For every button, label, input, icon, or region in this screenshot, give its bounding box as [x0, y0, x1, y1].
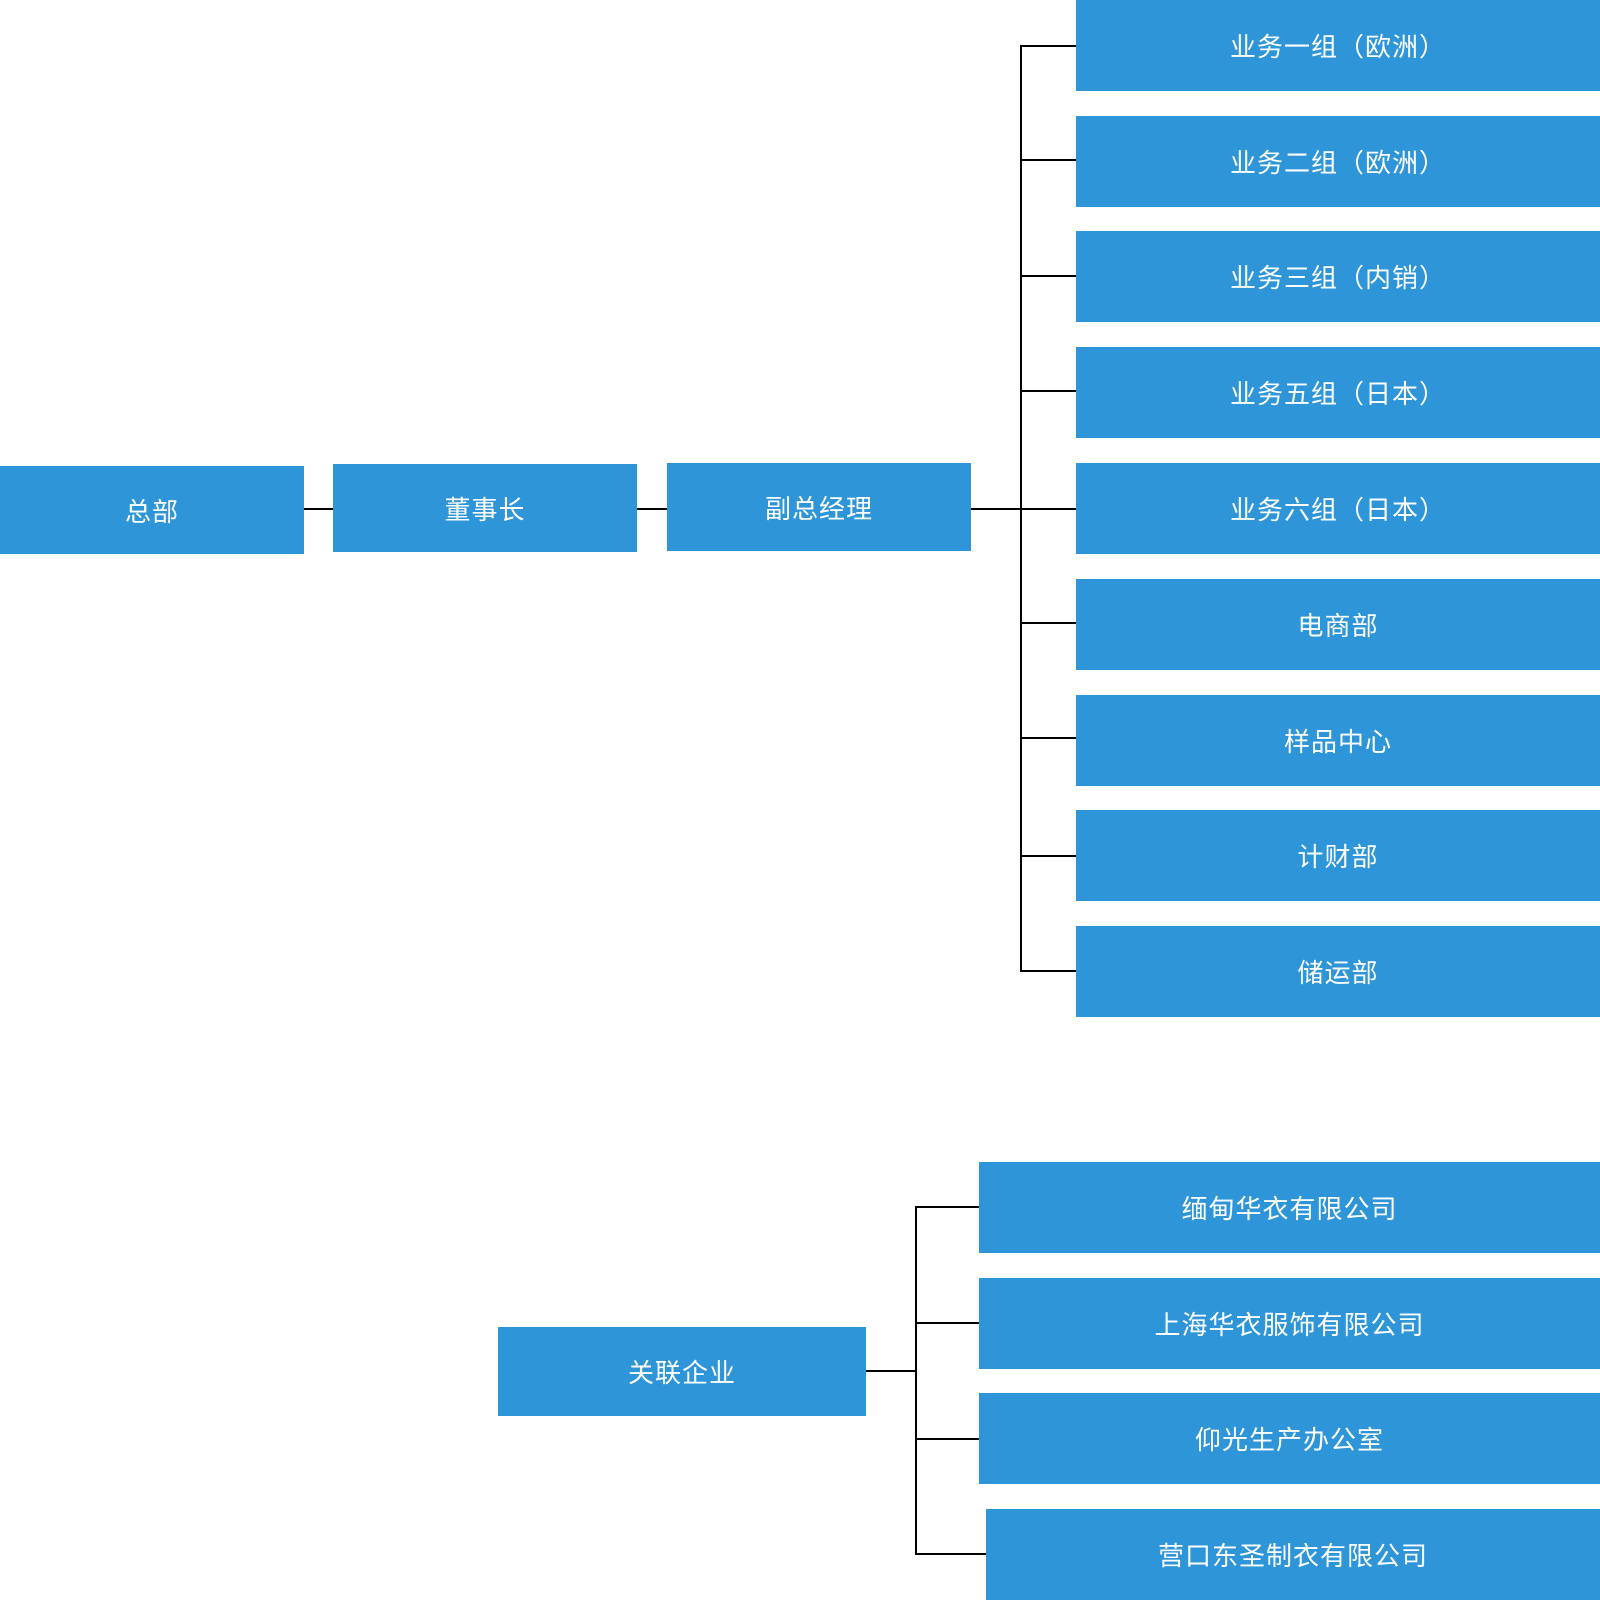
branch-dept-6 — [1020, 622, 1076, 624]
branch-dept-9 — [1020, 970, 1076, 972]
connector-hq-chairman — [304, 508, 333, 510]
branch-dept-7 — [1020, 737, 1076, 739]
branch-company-2 — [915, 1322, 979, 1324]
connector-affiliates-trunk — [866, 1370, 916, 1372]
node-affiliates-root: 关联企业 — [498, 1327, 866, 1416]
branch-company-4 — [915, 1553, 986, 1555]
dept-node-4: 业务五组（日本） — [1076, 347, 1600, 438]
node-hq: 总部 — [0, 466, 304, 554]
company-node-3: 仰光生产办公室 — [979, 1393, 1600, 1484]
dept-node-7: 样品中心 — [1076, 695, 1600, 786]
company-node-4: 营口东圣制衣有限公司 — [986, 1509, 1600, 1600]
affiliates-trunk — [915, 1206, 917, 1554]
branch-company-3 — [915, 1438, 979, 1440]
dept-node-9: 储运部 — [1076, 926, 1600, 1017]
dept-node-6: 电商部 — [1076, 579, 1600, 670]
dept-node-5: 业务六组（日本） — [1076, 463, 1600, 554]
dept-node-8: 计财部 — [1076, 810, 1600, 901]
company-node-2: 上海华衣服饰有限公司 — [979, 1278, 1600, 1369]
connector-chairman-deputy — [637, 508, 667, 510]
branch-dept-3 — [1020, 275, 1076, 277]
dept-node-3: 业务三组（内销） — [1076, 231, 1600, 322]
dept-node-1: 业务一组（欧洲） — [1076, 0, 1600, 91]
branch-dept-4 — [1020, 390, 1076, 392]
branch-dept-5 — [1020, 508, 1076, 510]
branch-dept-8 — [1020, 855, 1076, 857]
branch-company-1 — [915, 1206, 979, 1208]
node-chairman: 董事长 — [333, 464, 637, 552]
company-node-1: 缅甸华衣有限公司 — [979, 1162, 1600, 1253]
branch-dept-2 — [1020, 159, 1076, 161]
node-deputy-gm: 副总经理 — [667, 463, 971, 551]
branch-dept-1 — [1020, 45, 1076, 47]
connector-deputy-trunk — [971, 508, 1021, 510]
dept-node-2: 业务二组（欧洲） — [1076, 116, 1600, 207]
